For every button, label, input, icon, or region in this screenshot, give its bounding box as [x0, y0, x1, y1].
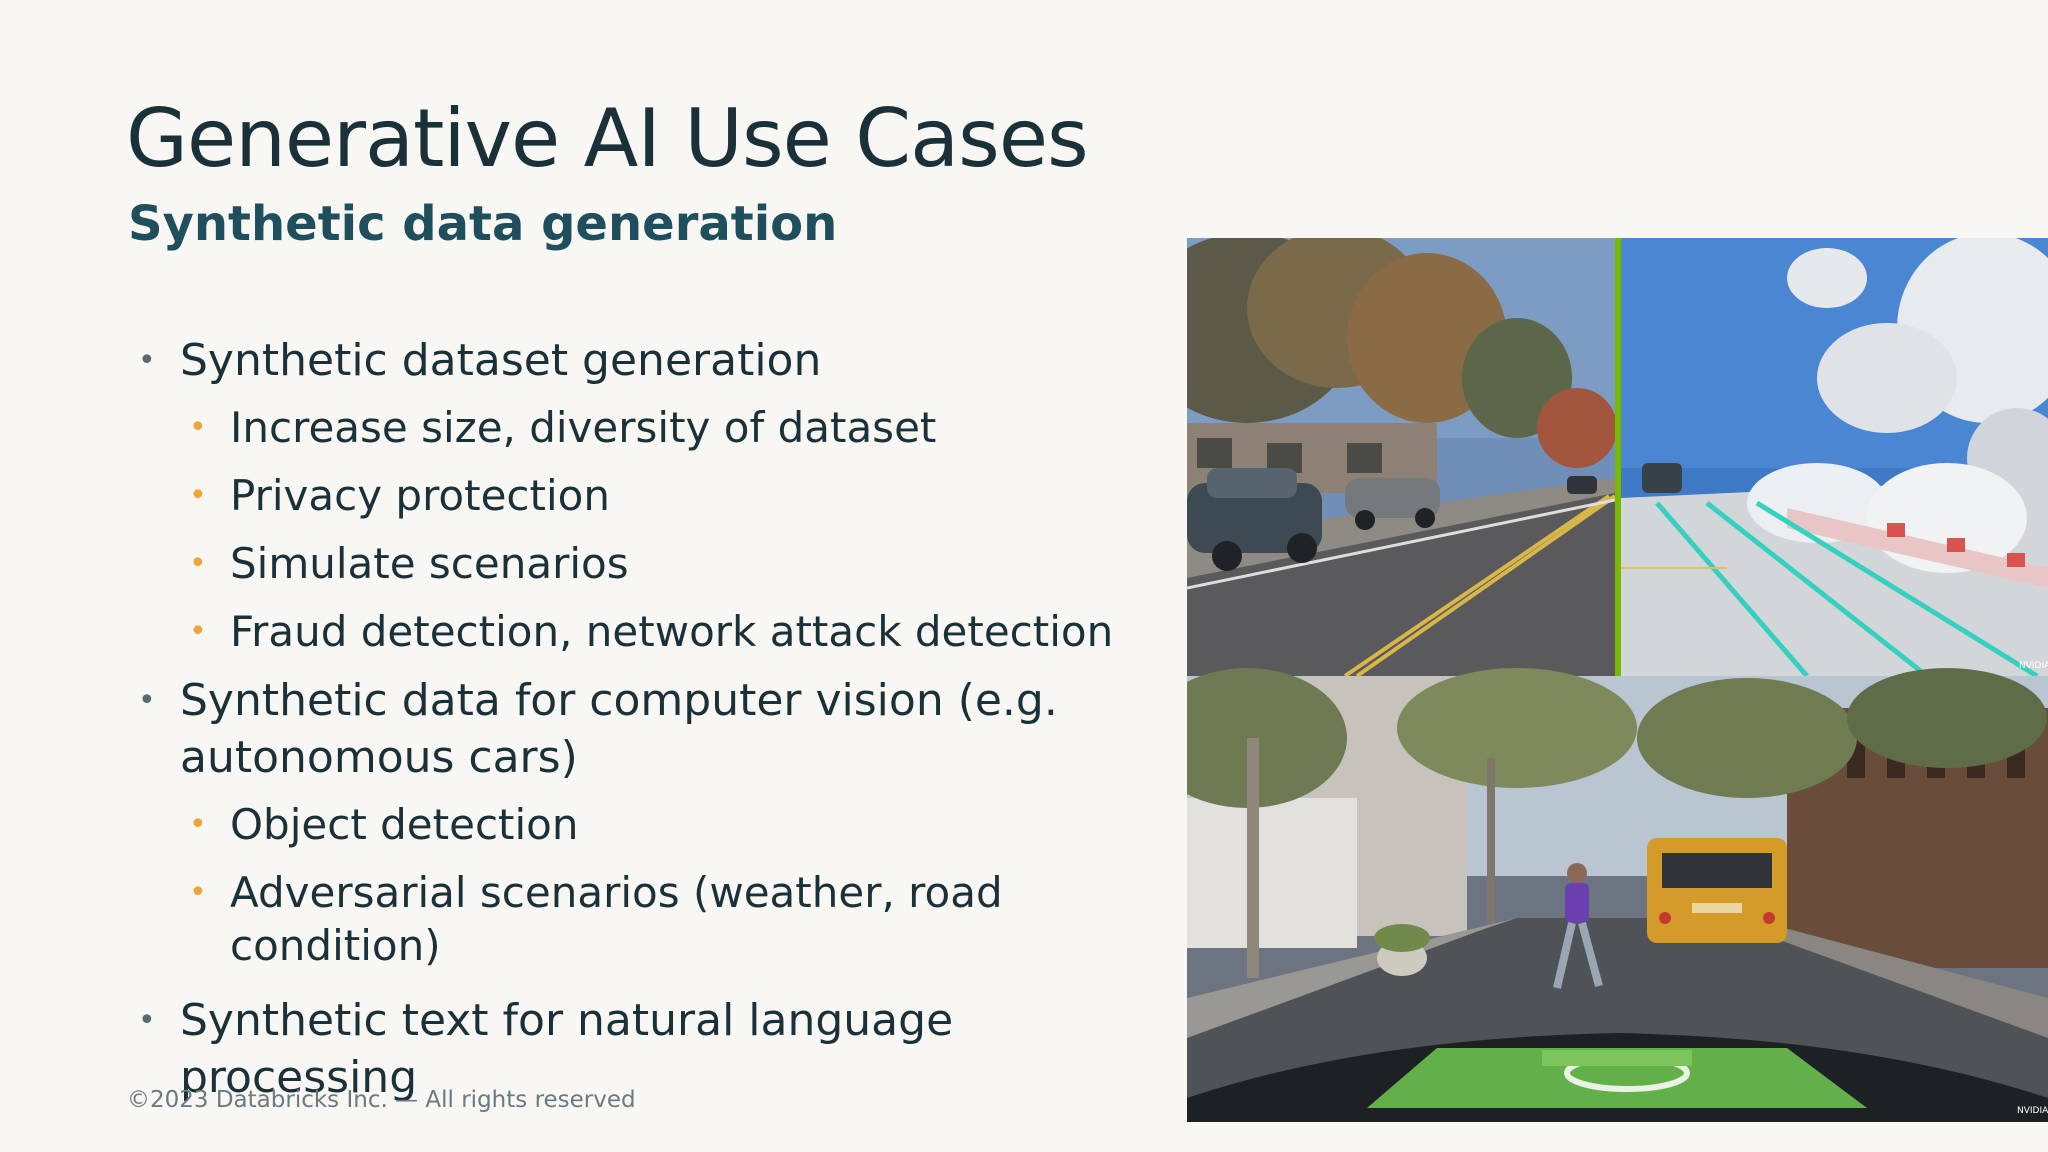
bullet-dot-icon: • [138, 683, 156, 718]
sub-bullet-dot-icon: • [189, 875, 207, 910]
sub-bullet-dot-icon: • [189, 546, 207, 581]
nvidia-watermark: NVIDIA [2019, 661, 2048, 671]
sub-bullet-text: Increase size, diversity of dataset [230, 403, 937, 452]
sub-bullet-item: • Privacy protection [138, 469, 1178, 522]
sub-bullet-dot-icon: • [189, 807, 207, 842]
slide-subtitle: Synthetic data generation [128, 196, 838, 252]
sub-bullet-item: • Object detection [138, 798, 1178, 851]
point-cloud-image: NVIDIA [1621, 238, 2048, 679]
sub-bullet-text: Adversarial scenarios (weather, road con… [230, 868, 1003, 970]
sub-bullet-dot-icon: • [189, 410, 207, 445]
sub-bullet-dot-icon: • [189, 614, 207, 649]
bullet-text: Synthetic text for natural language proc… [180, 995, 954, 1103]
nvidia-watermark: NVIDIA [2017, 1106, 2048, 1116]
sub-bullet-dot-icon: • [189, 478, 207, 513]
sub-bullet-item: • Increase size, diversity of dataset [138, 401, 1178, 454]
sub-bullet-text: Simulate scenarios [230, 539, 629, 588]
sub-bullet-item: • Simulate scenarios [138, 537, 1178, 590]
copyright-footer: ©2023 Databricks Inc. — All rights reser… [127, 1087, 636, 1113]
sub-bullet-text: Fraud detection, network attack detectio… [230, 607, 1114, 656]
bullet-item: • Synthetic text for natural language pr… [138, 992, 1178, 1106]
bullet-item: • Synthetic data for computer vision (e.… [138, 672, 1178, 786]
bullet-text: Synthetic dataset generation [180, 335, 822, 386]
bullet-text: Synthetic data for computer vision (e.g.… [180, 675, 1058, 783]
sub-bullet-item: • Fraud detection, network attack detect… [138, 605, 1178, 658]
bullet-dot-icon: • [138, 343, 156, 378]
sub-bullet-item: • Adversarial scenarios (weather, road c… [138, 866, 1178, 972]
divider-line [1615, 238, 1621, 676]
bullet-dot-icon: • [138, 1003, 156, 1038]
sub-bullet-text: Privacy protection [230, 471, 610, 520]
city-street-image: NVIDIA [1187, 668, 2048, 1122]
image-collage: NVIDIA [1187, 238, 2048, 1122]
bullet-list: • Synthetic dataset generation • Increas… [138, 332, 1178, 1106]
slide-title: Generative AI Use Cases [126, 92, 1089, 185]
street-scene-image [1187, 238, 1617, 678]
sub-bullet-text: Object detection [230, 800, 579, 849]
bullet-item: • Synthetic dataset generation [138, 332, 1178, 389]
